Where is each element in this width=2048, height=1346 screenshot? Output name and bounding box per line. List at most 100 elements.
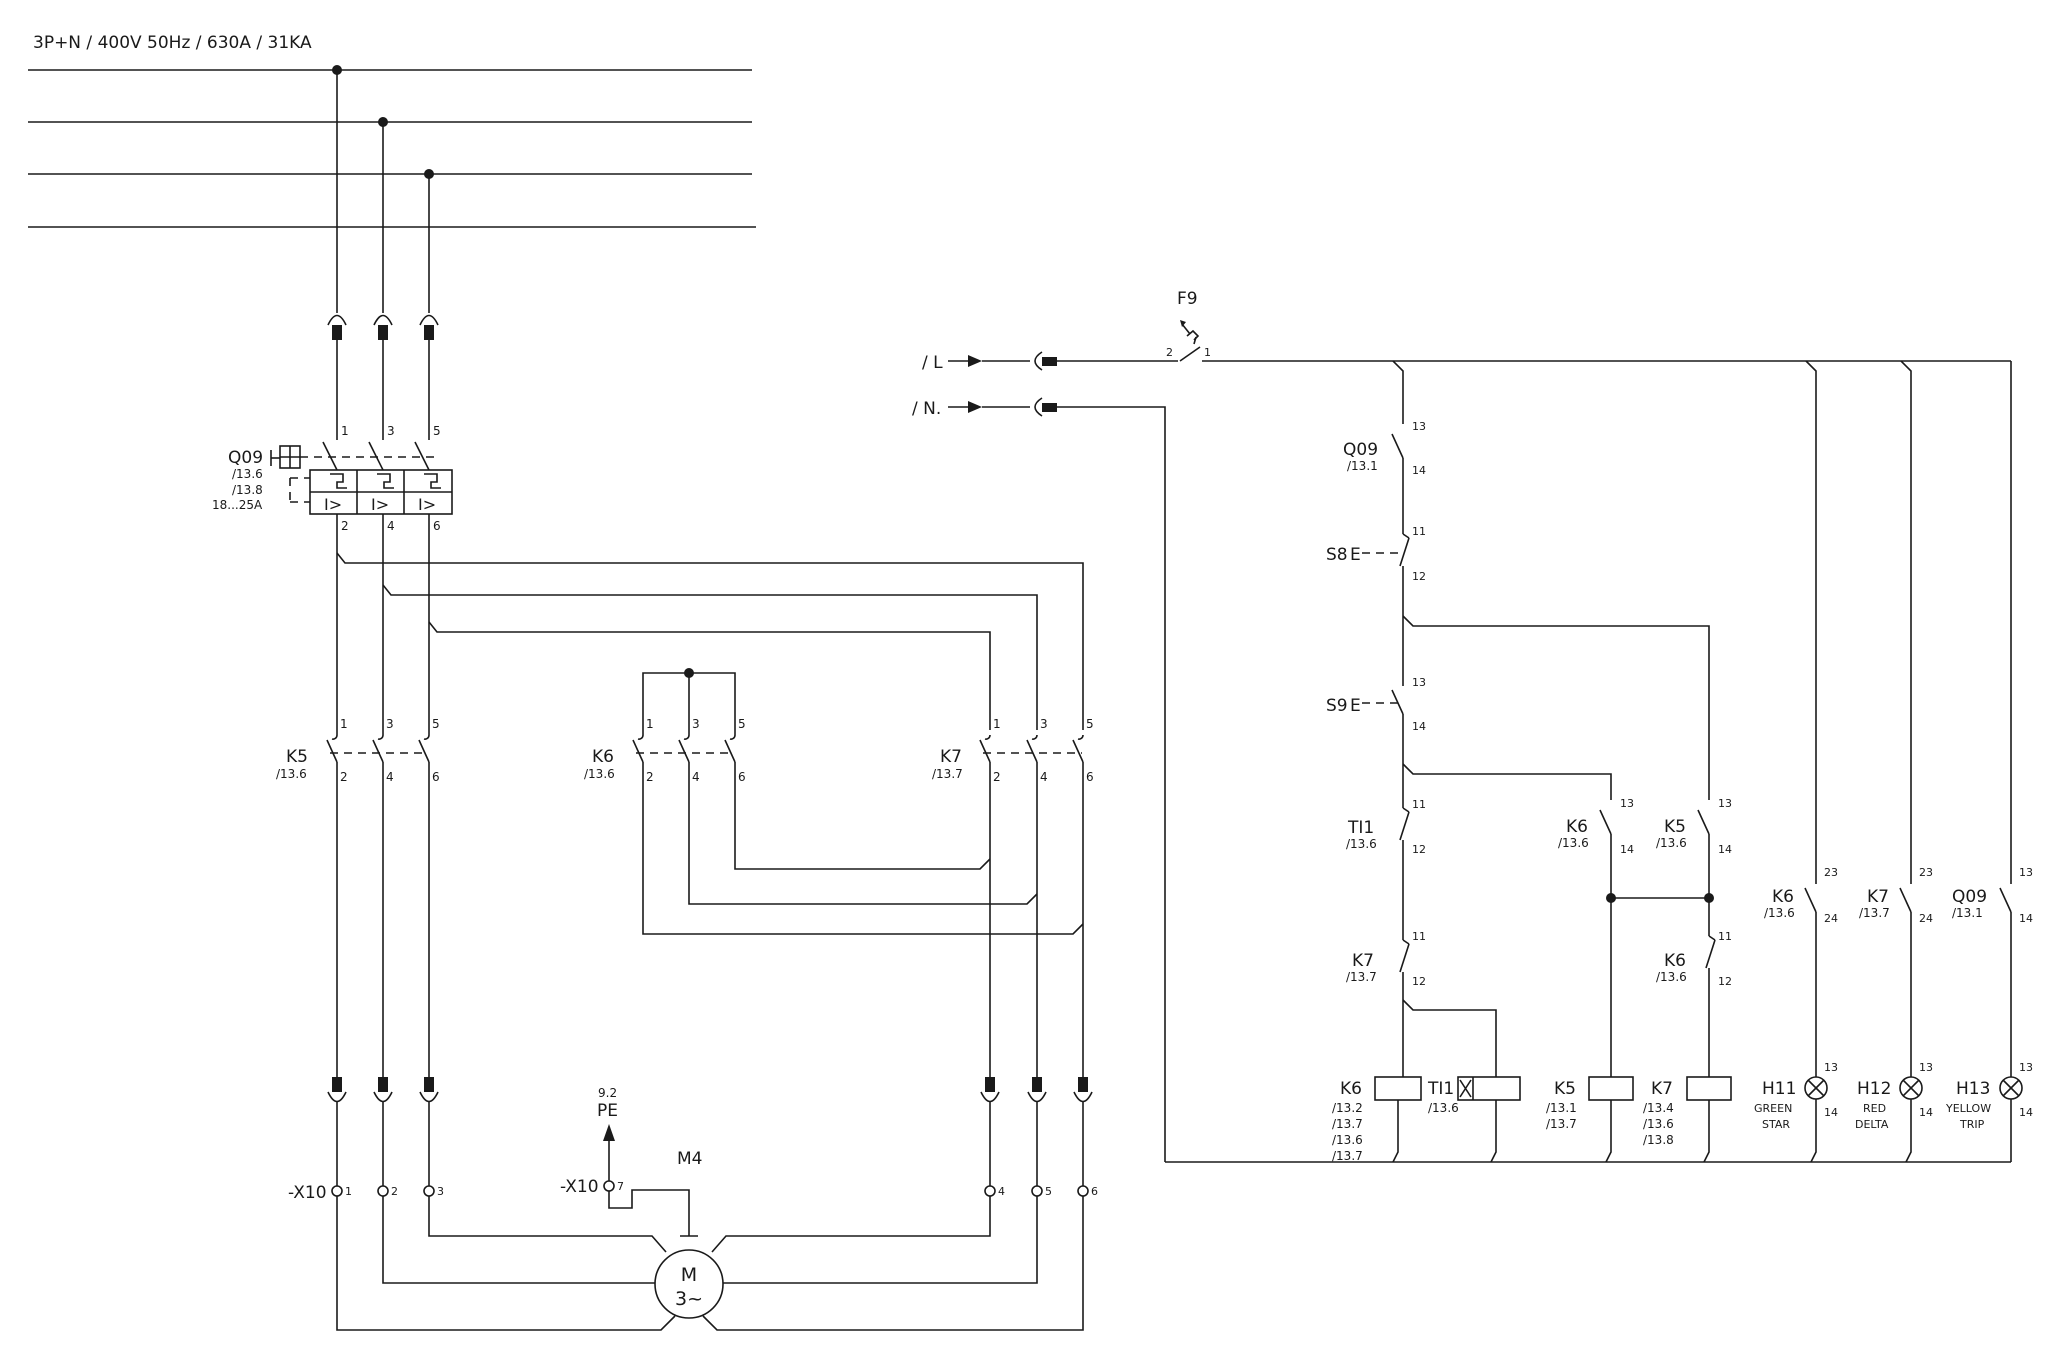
svg-text:2: 2 <box>1166 346 1173 359</box>
f9-breaker: F9 2 1 <box>1166 289 2011 362</box>
k6-no-contact: 13 K6 /13.6 14 <box>1558 797 1634 856</box>
svg-text:5: 5 <box>432 717 440 731</box>
svg-text:6: 6 <box>433 519 441 533</box>
svg-text:/13.6: /13.6 <box>1346 837 1377 851</box>
svg-text:1: 1 <box>993 717 1001 731</box>
svg-text:4: 4 <box>1040 770 1048 784</box>
svg-text:6: 6 <box>1086 770 1094 784</box>
svg-text:6: 6 <box>432 770 440 784</box>
svg-text:14: 14 <box>2019 912 2033 925</box>
svg-text:5: 5 <box>1086 717 1094 731</box>
svg-text:1: 1 <box>340 717 348 731</box>
svg-text:14: 14 <box>1919 1106 1933 1119</box>
svg-text:2: 2 <box>341 519 349 533</box>
svg-text:12: 12 <box>1412 843 1426 856</box>
svg-text:K6: K6 <box>592 747 614 767</box>
pe-earth: 9.2 PE <box>597 1086 698 1237</box>
svg-text:14: 14 <box>1412 464 1426 477</box>
ti1-nc-contact: 11 TI1 /13.6 12 <box>1346 798 1426 856</box>
svg-text:6: 6 <box>738 770 746 784</box>
svg-text:TRIP: TRIP <box>1959 1118 1985 1131</box>
svg-text:11: 11 <box>1412 930 1426 943</box>
svg-text:23: 23 <box>1919 866 1933 879</box>
svg-text:13: 13 <box>2019 1061 2033 1074</box>
svg-text:/13.7: /13.7 <box>1546 1117 1577 1131</box>
svg-text:S8: S8 <box>1326 545 1348 565</box>
svg-text:S9: S9 <box>1326 696 1348 716</box>
svg-text:24: 24 <box>1824 912 1838 925</box>
svg-text:PE: PE <box>597 1101 618 1121</box>
svg-text:TI1: TI1 <box>1347 818 1374 838</box>
svg-text:/13.6: /13.6 <box>276 767 307 781</box>
q09-aux-contact: 13 Q09 /13.1 14 <box>1343 420 1426 477</box>
svg-text:K5: K5 <box>286 747 308 767</box>
svg-text:H11: H11 <box>1762 1079 1796 1099</box>
svg-text:K6: K6 <box>1772 887 1794 907</box>
k6-contactor: K6 /13.6 1 3 5 2 4 6 <box>584 668 746 784</box>
svg-text:/13.7: /13.7 <box>1859 906 1890 920</box>
svg-text:3: 3 <box>386 717 394 731</box>
svg-text:11: 11 <box>1718 930 1732 943</box>
svg-text:3: 3 <box>437 1185 444 1198</box>
svg-text:14: 14 <box>1718 843 1732 856</box>
svg-text:9.2: 9.2 <box>598 1086 617 1100</box>
svg-text:12: 12 <box>1718 975 1732 988</box>
svg-text:DELTA: DELTA <box>1855 1118 1889 1131</box>
coil-k6: K6 /13.2 /13.7 /13.6 /13.7 <box>1332 1076 1422 1163</box>
svg-text:K7: K7 <box>1352 951 1374 971</box>
svg-text:K7: K7 <box>1867 887 1889 907</box>
junction-dot <box>1606 893 1616 903</box>
svg-text:/13.4: /13.4 <box>1643 1101 1674 1115</box>
svg-text:/13.7: /13.7 <box>932 767 963 781</box>
svg-text:3~: 3~ <box>675 1288 703 1310</box>
control-circuit: / L / N. F9 2 1 13 Q09 /13.1 <box>912 289 2033 1163</box>
svg-text:13: 13 <box>1824 1061 1838 1074</box>
svg-text:/13.6: /13.6 <box>584 767 615 781</box>
l-label: / L <box>922 353 943 373</box>
svg-text:I>: I> <box>418 495 436 514</box>
x10-terminals: -X10 1 2 3 4 5 6 -X10 7 <box>288 1177 1098 1203</box>
svg-text:K5: K5 <box>1664 817 1686 837</box>
svg-text:K7: K7 <box>1651 1079 1673 1099</box>
k6-nc-contact: 11 K6 /13.6 12 <box>1656 930 1732 988</box>
svg-text:6: 6 <box>1091 1185 1098 1198</box>
svg-text:E: E <box>1350 545 1361 565</box>
svg-text:/13.2: /13.2 <box>1332 1101 1363 1115</box>
svg-text:14: 14 <box>2019 1106 2033 1119</box>
svg-text:/13.1: /13.1 <box>1952 906 1983 920</box>
svg-text:/13.6: /13.6 <box>1764 906 1795 920</box>
k7-signal-contact: 23 K7 /13.7 24 <box>1859 866 1933 925</box>
n-label: / N. <box>912 399 941 419</box>
svg-text:5: 5 <box>433 424 441 438</box>
q09-tag: Q09 <box>228 448 263 468</box>
svg-text:K6: K6 <box>1664 951 1686 971</box>
svg-text:/13.6: /13.6 <box>1656 970 1687 984</box>
svg-text:/13.7: /13.7 <box>1332 1117 1363 1131</box>
svg-text:13: 13 <box>1620 797 1634 810</box>
svg-text:4: 4 <box>386 770 394 784</box>
q09-breaker: Q09 /13.6 /13.8 18...25A 1 3 5 <box>212 424 453 533</box>
svg-text:Q09: Q09 <box>1952 887 1987 907</box>
svg-text:K7: K7 <box>940 747 962 767</box>
svg-text:H13: H13 <box>1956 1079 1990 1099</box>
svg-text:2: 2 <box>340 770 348 784</box>
coil-k7: K7 /13.4 /13.6 /13.8 <box>1643 1076 1732 1147</box>
svg-text:K6: K6 <box>1566 817 1588 837</box>
junction-dot <box>684 668 694 678</box>
power-circuit: Q09 /13.6 /13.8 18...25A 1 3 5 <box>212 70 1098 1331</box>
svg-text:13: 13 <box>1412 676 1426 689</box>
svg-text:4: 4 <box>387 519 395 533</box>
svg-text:/13.8: /13.8 <box>1643 1133 1674 1147</box>
svg-text:14: 14 <box>1412 720 1426 733</box>
svg-text:K5: K5 <box>1554 1079 1576 1099</box>
svg-text:1: 1 <box>345 1185 352 1198</box>
svg-text:/13.1: /13.1 <box>1546 1101 1577 1115</box>
q09-signal-contact: 13 Q09 /13.1 14 <box>1952 866 2033 925</box>
svg-text:/13.7: /13.7 <box>1346 970 1377 984</box>
svg-text:/13.6: /13.6 <box>1558 836 1589 850</box>
svg-text:5: 5 <box>1045 1185 1052 1198</box>
k5-no-contact: 13 K5 /13.6 14 <box>1656 797 1732 856</box>
svg-text:STAR: STAR <box>1762 1118 1790 1131</box>
svg-text:/13.6: /13.6 <box>1428 1101 1459 1115</box>
